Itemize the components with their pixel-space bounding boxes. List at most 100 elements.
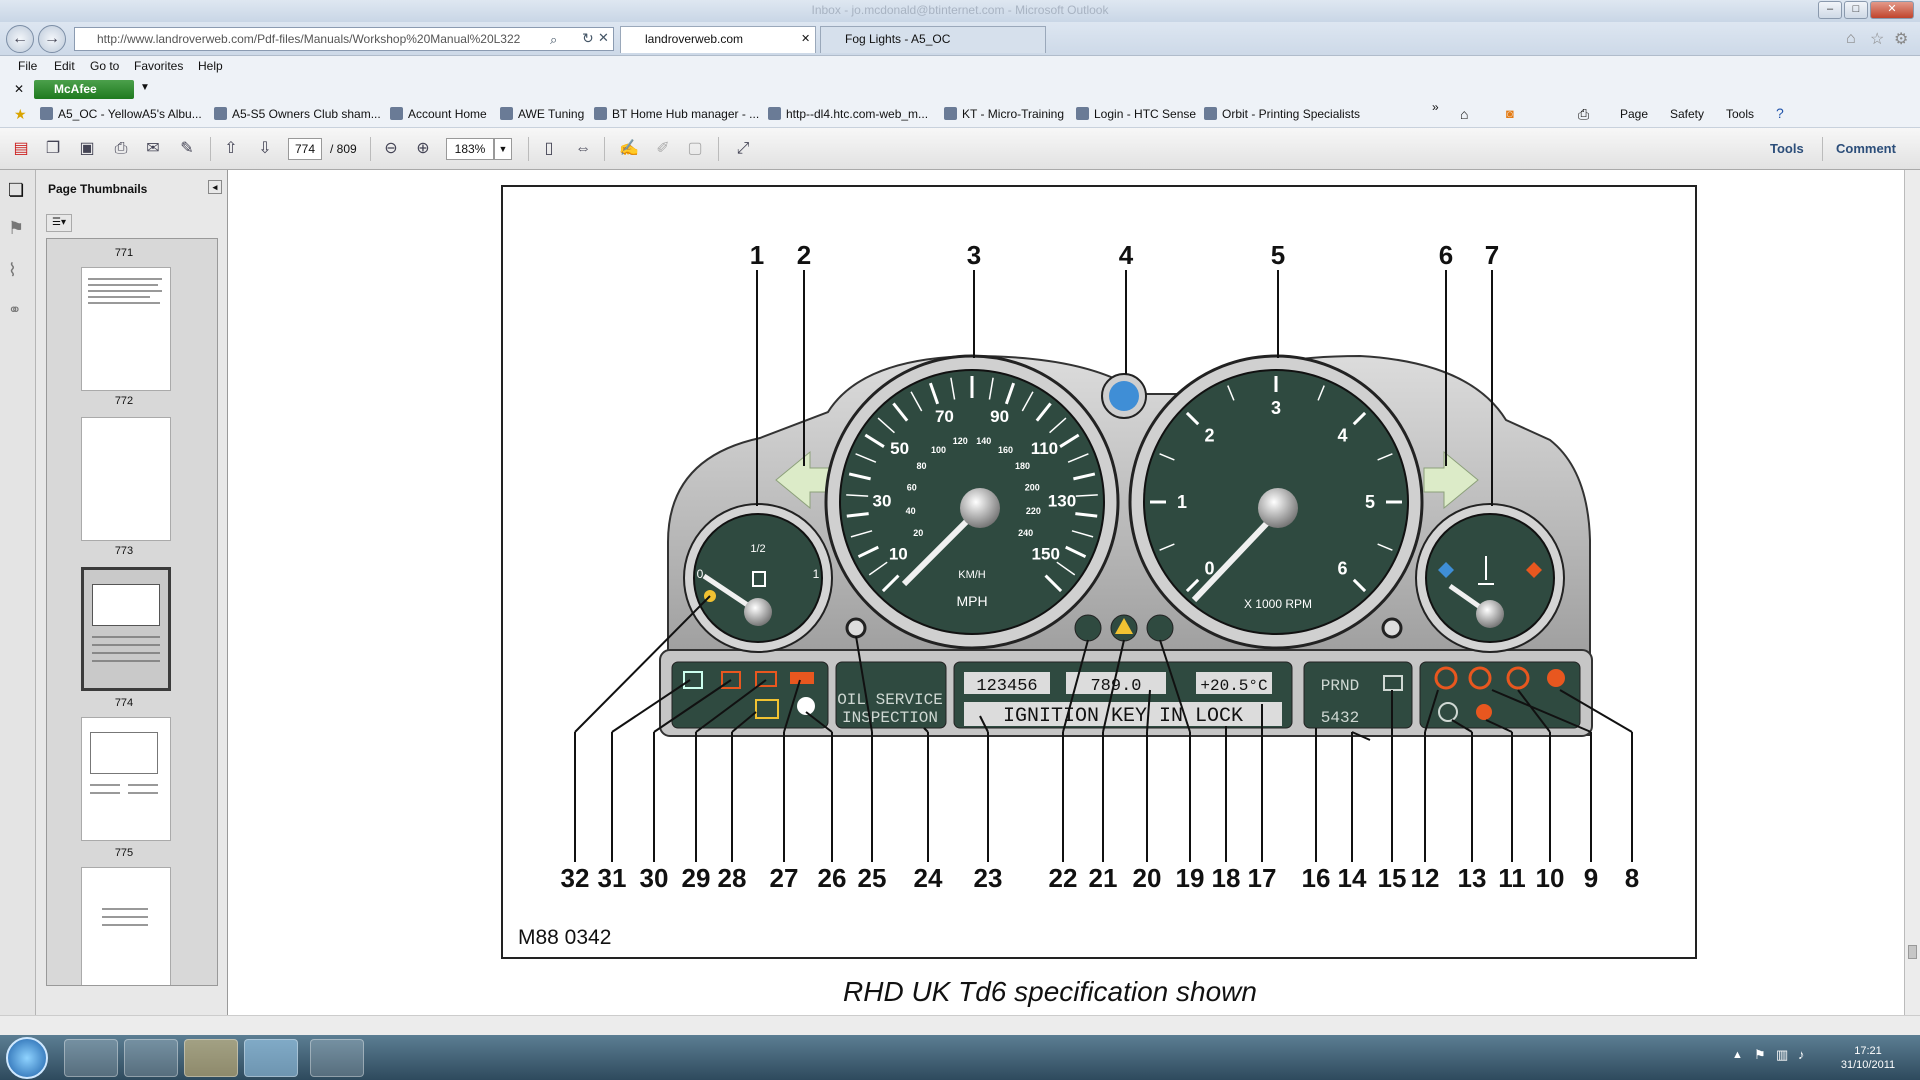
- print-icon[interactable]: ⎙: [1578, 106, 1590, 122]
- seatbelt-warning-icon: [1476, 704, 1492, 720]
- volume-icon[interactable]: ♪: [1798, 1047, 1805, 1062]
- favorite-link[interactable]: Orbit - Printing Specialists: [1204, 107, 1360, 121]
- favorites-star-icon[interactable]: ☆: [1870, 31, 1885, 48]
- thumbnail-page[interactable]: [81, 417, 171, 541]
- settings-gear-icon[interactable]: ⚙: [1894, 31, 1909, 48]
- favorite-link[interactable]: BT Home Hub manager - ...: [594, 107, 759, 121]
- clock-date: 31/10/2011: [1840, 1059, 1896, 1071]
- favorite-link[interactable]: KT - Micro-Training: [944, 107, 1064, 121]
- page-menu[interactable]: Page: [1620, 107, 1649, 121]
- create-pdf-icon[interactable]: ▤: [13, 140, 29, 157]
- tools-menu[interactable]: Tools: [1726, 107, 1755, 121]
- thumbnail-page[interactable]: [81, 717, 171, 841]
- chevron-more-icon[interactable]: »: [1432, 100, 1439, 114]
- zoom-in-icon[interactable]: ⊕: [416, 140, 430, 157]
- home-icon[interactable]: ⌂: [1846, 30, 1856, 47]
- thumbnail-page-selected[interactable]: [81, 567, 171, 691]
- close-toolbar-icon[interactable]: ✕: [14, 82, 25, 96]
- tab-close-icon[interactable]: ✕: [801, 33, 811, 45]
- help-icon[interactable]: ?: [1776, 105, 1784, 121]
- address-bar[interactable]: http://www.landroverweb.com/Pdf-files/Ma…: [74, 27, 614, 51]
- menu-edit[interactable]: Edit: [54, 59, 75, 73]
- favorite-link[interactable]: A5_OC - YellowA5's Albu...: [40, 107, 202, 121]
- outlook-taskbar-icon[interactable]: [184, 1039, 238, 1077]
- fit-page-icon[interactable]: ▯: [544, 140, 554, 157]
- horizontal-scrollbar[interactable]: [0, 1015, 1920, 1035]
- next-page-icon[interactable]: ⇩: [258, 140, 272, 157]
- zoom-out-icon[interactable]: ⊖: [384, 140, 398, 157]
- signatures-icon[interactable]: ⚭: [8, 302, 22, 319]
- favorite-link[interactable]: http--dl4.htc.com-web_m...: [768, 107, 928, 121]
- minimize-button[interactable]: –: [1818, 1, 1842, 19]
- forward-button[interactable]: →: [38, 25, 66, 53]
- itunes-taskbar-icon[interactable]: [310, 1039, 364, 1077]
- favorite-link[interactable]: A5-S5 Owners Club sham...: [214, 107, 381, 121]
- menu-favorites[interactable]: Favorites: [134, 59, 184, 73]
- bookmarks-icon[interactable]: ⚑: [8, 218, 25, 238]
- media-player-taskbar-icon[interactable]: [124, 1039, 178, 1077]
- favorites-star-icon[interactable]: ★: [14, 106, 27, 122]
- close-window-button[interactable]: ✕: [1870, 1, 1914, 19]
- menu-file[interactable]: File: [18, 59, 38, 73]
- page-number-input[interactable]: 774: [288, 138, 322, 160]
- menu-help[interactable]: Help: [198, 59, 223, 73]
- mcafee-button[interactable]: McAfee: [34, 80, 134, 99]
- feeds-icon[interactable]: ◙: [1506, 106, 1514, 121]
- thumbnail-options-icon[interactable]: ☰▾: [46, 214, 72, 232]
- tools-pane-button[interactable]: Tools: [1770, 141, 1804, 156]
- thumbnail-page[interactable]: [81, 867, 171, 985]
- search-icon[interactable]: ⌕: [550, 32, 558, 47]
- callout-leader: [574, 595, 711, 733]
- refresh-icon[interactable]: ↻: [582, 30, 594, 46]
- zoom-level-input[interactable]: 183%: [446, 138, 494, 160]
- favorite-link[interactable]: Login - HTC Sense: [1076, 107, 1196, 121]
- favorite-link[interactable]: Account Home: [390, 107, 487, 121]
- back-button[interactable]: ←: [6, 25, 34, 53]
- action-center-icon[interactable]: ⚑: [1754, 1047, 1766, 1062]
- system-clock[interactable]: 17:21 31/10/2011: [1828, 1044, 1908, 1072]
- vertical-scrollbar[interactable]: [1904, 170, 1920, 1015]
- tray-expand-icon[interactable]: ▲: [1732, 1049, 1743, 1061]
- print-icon[interactable]: ⎙: [114, 140, 128, 157]
- maximize-button[interactable]: □: [1844, 1, 1868, 19]
- callout-number: 12: [1411, 863, 1440, 893]
- message-display: [964, 702, 1282, 726]
- thumbnail-label: 774: [114, 697, 134, 709]
- highlight-icon[interactable]: ✐: [656, 140, 670, 157]
- fit-width-icon[interactable]: ⇔: [575, 140, 591, 157]
- page-thumbnails-icon[interactable]: ❏: [8, 180, 25, 200]
- mcafee-dropdown-icon[interactable]: ▼: [140, 82, 150, 93]
- gear-5432: 5432: [1321, 709, 1359, 727]
- tab-landroverweb[interactable]: landroverweb.com ✕: [620, 26, 816, 53]
- internet-explorer-taskbar-icon[interactable]: [244, 1039, 298, 1077]
- email-icon[interactable]: ✉: [146, 140, 160, 157]
- home-icon[interactable]: ⌂: [1460, 106, 1469, 122]
- combine-icon[interactable]: ❐: [45, 140, 61, 157]
- start-button[interactable]: [6, 1037, 48, 1079]
- attachments-icon[interactable]: ⌇: [8, 260, 17, 280]
- callout-number: 15: [1378, 863, 1407, 893]
- favicon-icon: [1076, 107, 1089, 120]
- fullscreen-icon[interactable]: ⤢: [736, 140, 750, 157]
- callout-number: 24: [914, 863, 943, 893]
- attach-icon[interactable]: ▢: [687, 140, 703, 157]
- zoom-dropdown-icon[interactable]: ▼: [494, 138, 512, 160]
- previous-page-icon[interactable]: ⇧: [224, 140, 238, 157]
- favorite-link[interactable]: AWE Tuning: [500, 107, 584, 121]
- stop-icon[interactable]: ✕: [598, 30, 609, 45]
- network-icon[interactable]: ▥: [1776, 1047, 1789, 1062]
- comment-pane-button[interactable]: Comment: [1836, 141, 1896, 156]
- safety-menu[interactable]: Safety: [1670, 107, 1705, 121]
- explorer-taskbar-icon[interactable]: [64, 1039, 118, 1077]
- review-icon[interactable]: ✎: [180, 140, 194, 157]
- thumbnail-list[interactable]: 771 772 773 774 775: [46, 238, 218, 986]
- collapse-panel-icon[interactable]: ◂: [208, 180, 222, 194]
- save-icon[interactable]: ▣: [79, 140, 95, 157]
- scroll-thumb[interactable]: [1908, 945, 1917, 959]
- tab-fog-lights[interactable]: Fog Lights - A5_OC: [820, 26, 1046, 53]
- sign-icon[interactable]: ✍: [619, 140, 639, 157]
- speedometer-tick: [1067, 453, 1089, 463]
- menu-goto[interactable]: Go to: [90, 59, 120, 73]
- thumbnail-page[interactable]: [81, 267, 171, 391]
